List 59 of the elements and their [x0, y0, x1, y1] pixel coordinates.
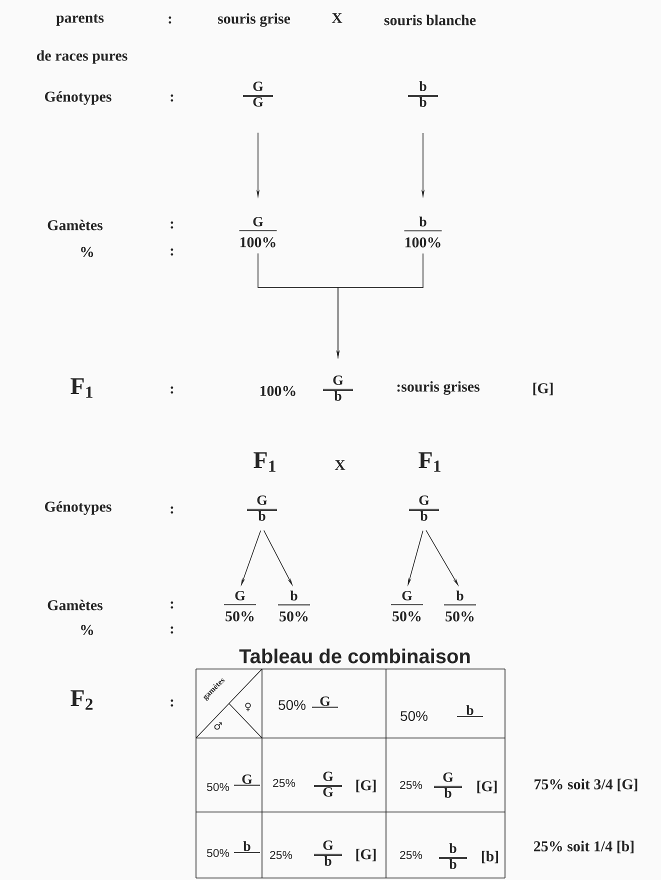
label: 50% — [400, 711, 428, 721]
label: [G] — [356, 848, 376, 862]
gamete-allele: b 50% — [444, 590, 476, 622]
label: 25% soit 1/4 [b] — [534, 840, 634, 854]
label: 50% — [278, 700, 306, 710]
gamete-allele: G — [234, 774, 260, 786]
label: Gamètes — [48, 220, 103, 230]
label: ♂ — [214, 722, 222, 730]
gamete-allele: G — [312, 696, 338, 708]
label: 50% — [206, 848, 230, 858]
label: : — [170, 506, 174, 514]
label: : — [170, 699, 174, 707]
genotype-fraction: G b — [246, 496, 278, 521]
gamete-allele: G 50% — [224, 590, 256, 622]
label: Génotypes — [44, 91, 112, 105]
label: [b] — [482, 850, 498, 864]
label: [G] — [477, 780, 497, 794]
label: 50% — [206, 782, 230, 792]
label: : — [170, 221, 174, 229]
label: : — [170, 601, 174, 609]
label: : — [170, 626, 174, 634]
label: X — [334, 460, 346, 470]
genotype-fraction: b b — [408, 81, 438, 107]
label: : — [170, 248, 174, 256]
label: 75% soit 3/4 [G] — [534, 778, 638, 792]
label: : — [170, 386, 174, 394]
genotype-fraction: b b — [438, 843, 468, 869]
label: F$_{1}$ — [70, 378, 92, 398]
label: F$_{2}$ — [70, 690, 93, 710]
genotype-fraction: G b — [314, 840, 342, 866]
label: de races pures — [36, 50, 128, 64]
gamete-allele: G 100% — [238, 216, 278, 248]
label: [G] — [533, 382, 553, 396]
genotype-fraction: G b — [408, 496, 440, 521]
label: 25% — [400, 850, 422, 860]
label: [G] — [356, 780, 376, 792]
label: Génotypes — [44, 501, 112, 515]
genotype-fraction: G G — [314, 772, 342, 797]
label: 25% — [270, 850, 292, 860]
gamete-allele: b 50% — [278, 590, 310, 622]
label: 25% — [273, 778, 296, 788]
label: : — [168, 16, 172, 24]
genotype-fraction: G b — [434, 772, 462, 798]
label: % — [81, 624, 94, 636]
label: parents — [56, 14, 104, 26]
genotype-fraction: G G — [242, 82, 274, 107]
percentage: 100% — [260, 386, 296, 396]
label: Gamètes — [48, 600, 103, 610]
label: : — [170, 94, 174, 102]
gamete-allele: b — [456, 705, 484, 717]
gamete-allele: b 100% — [404, 216, 442, 248]
label: 25% — [400, 780, 422, 790]
genotype-fraction: G b — [322, 376, 354, 401]
label: X — [332, 13, 342, 23]
gamete-allele: b — [234, 841, 260, 853]
label: ♀ — [245, 702, 251, 712]
gamete-allele: G 50% — [390, 590, 424, 622]
label: % — [81, 246, 94, 258]
label: Tableau de combinaison — [239, 648, 470, 664]
